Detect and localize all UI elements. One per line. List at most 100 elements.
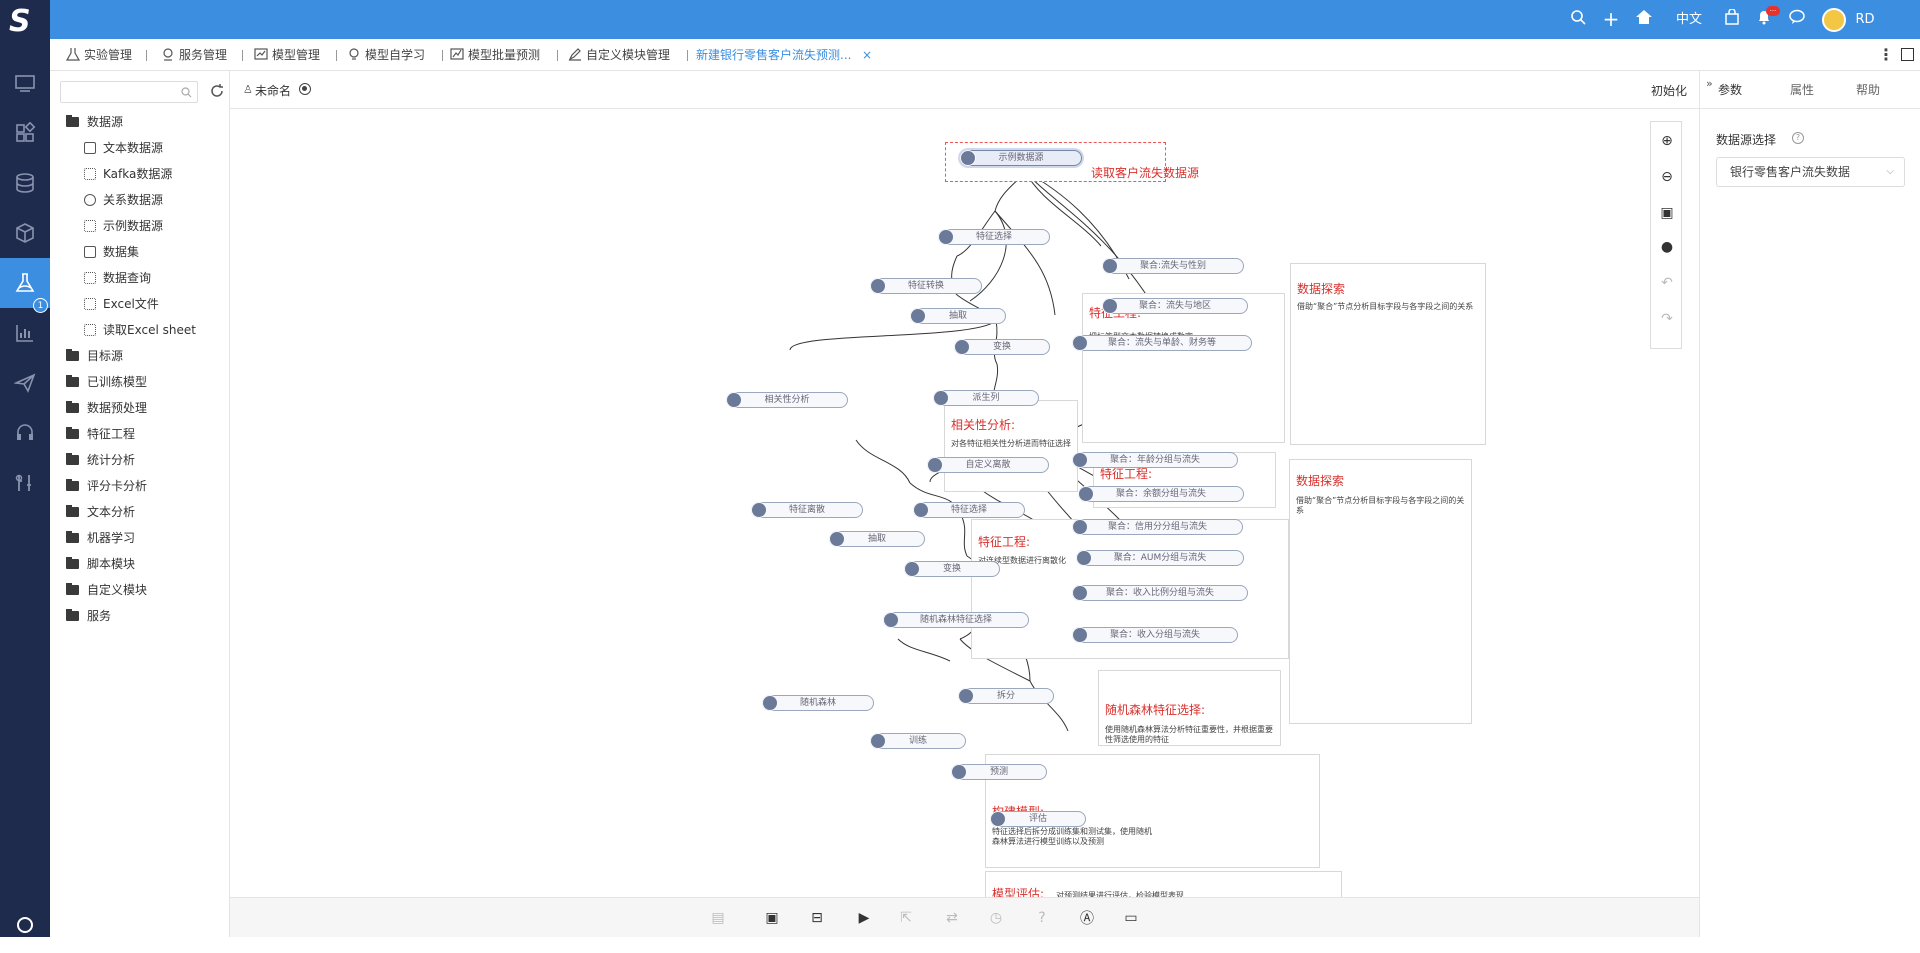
zoom-out-icon[interactable]: ⊖ <box>1661 169 1673 185</box>
tab-help[interactable]: 帮助 <box>1855 83 1880 97</box>
database-icon[interactable] <box>0 158 50 208</box>
annotation-note[interactable]: 随机森林特征选择: 使用随机森林算法分析特征重要性，并根据重要性筛选使用的特征 <box>1098 670 1281 746</box>
tab-batch-predict[interactable]: 模型批量预测 <box>450 39 540 71</box>
tree-item[interactable]: Excel文件 <box>84 292 159 316</box>
workflow-node[interactable]: 变换 <box>904 561 1000 577</box>
init-button[interactable]: 初始化 <box>1651 84 1688 98</box>
workflow-node[interactable]: 聚合：收入分组与流失 <box>1072 627 1238 643</box>
maximize-icon[interactable] <box>1901 48 1914 61</box>
tree-folder[interactable]: 机器学习 <box>66 526 135 550</box>
apps-icon[interactable] <box>0 108 50 158</box>
workflow-node[interactable]: 聚合：AUM分组与流失 <box>1076 550 1244 566</box>
workflow-node[interactable]: 拆分 <box>958 688 1054 704</box>
workflow-node[interactable]: 抽取 <box>829 531 925 547</box>
tab-experiment[interactable]: 实验管理 <box>65 39 132 71</box>
save-icon[interactable]: ▣ <box>765 910 779 926</box>
run-icon[interactable]: ▶ <box>858 910 870 926</box>
workflow-node[interactable]: 特征选择 <box>913 502 1025 518</box>
zoom-in-icon[interactable]: ⊕ <box>1661 133 1673 149</box>
workflow-node[interactable]: 派生列 <box>933 390 1039 406</box>
add-icon[interactable]: + <box>1602 7 1620 31</box>
help-bracket-icon[interactable]: ? <box>1038 910 1046 926</box>
tree-folder[interactable]: 数据预处理 <box>66 396 147 420</box>
headset-icon[interactable] <box>0 408 50 458</box>
tree-item[interactable]: 数据查询 <box>84 266 151 290</box>
tab-self-learning[interactable]: 模型自学习 <box>347 39 425 71</box>
tools-icon[interactable] <box>0 458 50 508</box>
tree-item[interactable]: 数据集 <box>84 240 139 264</box>
tab-close-icon[interactable]: × <box>862 48 873 62</box>
workflow-node[interactable]: 聚合：信用分分组与流失 <box>1072 519 1243 535</box>
app-logo[interactable]: S <box>0 0 50 39</box>
save-as-icon[interactable]: ⊟ <box>811 910 823 926</box>
tab-current-experiment[interactable]: 新建银行零售客户流失预测... <box>696 39 851 71</box>
publish-icon[interactable]: ⇱ <box>900 910 912 926</box>
tree-folder[interactable]: 脚本模块 <box>66 552 135 576</box>
tab-model[interactable]: 模型管理 <box>254 39 320 71</box>
tab-props[interactable]: 属性 <box>1789 83 1814 97</box>
tree-item[interactable]: 读取Excel sheet <box>84 318 196 342</box>
tree-folder[interactable]: 服务 <box>66 604 111 628</box>
more-vertical-icon[interactable]: ⋮ <box>1878 45 1894 64</box>
chat-icon[interactable] <box>1787 9 1807 31</box>
tree-search[interactable] <box>60 81 198 103</box>
monitor-icon[interactable] <box>0 58 50 108</box>
send-icon[interactable] <box>0 358 50 408</box>
tree-folder[interactable]: 自定义模块 <box>66 578 147 602</box>
tree-folder[interactable]: 文本分析 <box>66 500 135 524</box>
log-icon[interactable]: ▤ <box>711 910 725 926</box>
tree-folder[interactable]: 统计分析 <box>66 448 135 472</box>
workflow-node[interactable]: 示例数据源 <box>960 150 1082 166</box>
experiment-name[interactable]: 未命名 <box>255 84 292 98</box>
datasource-select[interactable]: 银行零售客户流失数据 ⌵ <box>1716 157 1905 187</box>
auto-model-icon[interactable]: Ⓐ <box>1080 911 1094 927</box>
workflow-node[interactable]: 自定义离散 <box>927 457 1049 473</box>
schedule-icon[interactable]: ◷ <box>989 910 1003 926</box>
tree-folder[interactable]: 已训练模型 <box>66 370 147 394</box>
redo-icon[interactable]: ↷ <box>1661 311 1673 327</box>
workflow-node[interactable]: 聚合：年龄分组与流失 <box>1072 452 1238 468</box>
cube-icon[interactable] <box>0 208 50 258</box>
workflow-node[interactable]: 抽取 <box>910 308 1006 324</box>
user-name[interactable]: RD <box>1855 12 1875 27</box>
workflow-node[interactable]: 训练 <box>870 733 966 749</box>
workflow-canvas[interactable]: ♙ 未命名 初始化 <box>230 71 1699 906</box>
annotation-note[interactable]: 特征工程: 把标签型文本数据转换成数字 <box>1082 293 1285 443</box>
annotation-note[interactable]: 数据探索 借助“聚合”节点分析目标字段与各字段之间的关系 <box>1290 263 1486 445</box>
help-entry[interactable]: 答疑 <box>0 917 50 953</box>
workflow-node[interactable]: 聚合：余额分组与流失 <box>1078 486 1244 502</box>
workflow-node[interactable]: 聚合：流失与单龄、财务等 <box>1072 335 1252 351</box>
tree-folder[interactable]: 目标源 <box>66 344 123 368</box>
search-icon[interactable] <box>1568 9 1588 31</box>
bag-icon[interactable] <box>1722 8 1742 31</box>
workflow-node[interactable]: 聚合：流失与地区 <box>1102 298 1248 314</box>
avatar[interactable] <box>1822 8 1846 32</box>
tree-item[interactable]: Kafka数据源 <box>84 162 172 186</box>
tree-folder-datasource[interactable]: 数据源 <box>66 110 123 134</box>
tab-service[interactable]: 服务管理 <box>161 39 227 71</box>
workflow-node[interactable]: 相关性分析 <box>726 392 848 408</box>
workflow-node[interactable]: 聚合:流失与性别 <box>1102 258 1244 274</box>
tree-search-input[interactable] <box>61 82 171 102</box>
home-icon[interactable] <box>1633 9 1655 31</box>
annotation-note[interactable]: 数据探索 借助“聚合”节点分析目标字段与各字段之间的关系 <box>1289 459 1472 724</box>
workflow-node[interactable]: 特征转换 <box>870 278 982 294</box>
workflow-node[interactable]: 特征离散 <box>751 502 863 518</box>
tree-folder[interactable]: 评分卡分析 <box>66 474 147 498</box>
locate-icon[interactable]: ● <box>1660 239 1674 255</box>
tree-item[interactable]: 关系数据源 <box>84 188 163 212</box>
workflow-node[interactable]: 随机森林特征选择 <box>883 612 1029 628</box>
tab-custom-module[interactable]: 自定义模块管理 <box>568 39 670 71</box>
tree-folder[interactable]: 特征工程 <box>66 422 135 446</box>
tree-item[interactable]: 文本数据源 <box>84 136 163 160</box>
annotation-note[interactable]: 相关性分析: 对各特征相关性分析进而特征选择 <box>944 400 1078 492</box>
target-icon[interactable] <box>299 83 311 95</box>
report-icon[interactable]: ▭ <box>1124 910 1138 926</box>
tab-params[interactable]: 参数 <box>1717 83 1742 97</box>
workflow-node[interactable]: 特征选择 <box>938 229 1050 245</box>
language-switch[interactable]: 中文 <box>1675 12 1702 27</box>
workflow-node[interactable]: 随机森林 <box>762 695 874 711</box>
tree-item[interactable]: 示例数据源 <box>84 214 163 238</box>
collapse-icon[interactable]: » <box>1706 77 1713 90</box>
info-icon[interactable]: ? <box>1792 132 1804 144</box>
